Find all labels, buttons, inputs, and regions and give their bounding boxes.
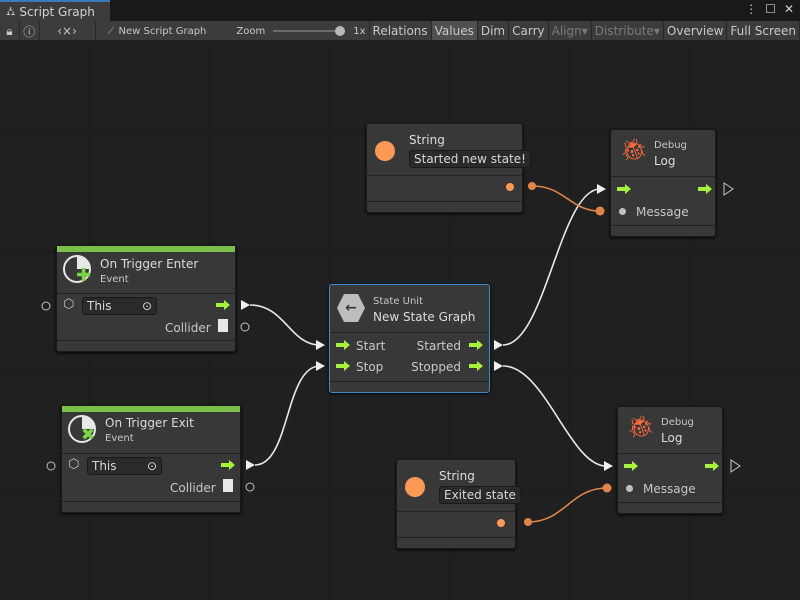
cube-icon: ⬡ (63, 297, 75, 312)
debug-log-node-1[interactable]: 🐞︎ Debug Log Message (610, 129, 716, 237)
variables-button[interactable]: ‹×› (40, 21, 96, 40)
info-button[interactable]: ⓘ (20, 21, 40, 40)
toolbar-button-overview[interactable]: Overview (664, 21, 728, 40)
string-value-input[interactable]: Started new state! (409, 150, 531, 168)
hierarchy-icon: ⛼ (6, 3, 16, 18)
bug-icon: 🐞︎ (620, 138, 648, 163)
flow-out-arrow-icon (469, 361, 483, 371)
close-icon[interactable]: ✕ (783, 2, 794, 16)
document-icon (218, 319, 228, 332)
tab-bar: ⛼ Script Graph ⋮ ☐ ✕ (0, 0, 800, 21)
variables-icon: ‹×› (57, 24, 77, 38)
dropdown-arrow-icon: ▾ (581, 24, 588, 38)
maximize-icon[interactable]: ☐ (765, 2, 776, 16)
flow-in-arrow-icon (336, 361, 350, 371)
string-icon (375, 141, 395, 161)
cube-icon: ⬡ (68, 457, 80, 472)
toolbar-button-relations[interactable]: Relations (370, 21, 432, 40)
flow-out-arrow-icon (221, 460, 235, 470)
target-picker-icon[interactable]: ⊙ (141, 299, 152, 313)
toolbar: 🔒︎ ⓘ ‹×› ⟋ New Script Graph Zoom 1x Rela… (0, 21, 800, 41)
graph-icon: ⟋ (107, 25, 115, 37)
info-icon: ⓘ (23, 24, 36, 39)
more-icon[interactable]: ⋮ (745, 2, 758, 16)
string-output-port[interactable] (506, 183, 514, 191)
plus-icon: ✚ (76, 265, 92, 286)
lock-icon: 🔒︎ (6, 23, 13, 38)
target-field[interactable]: This⊙ (87, 457, 162, 475)
x-icon: ✖ (81, 425, 96, 445)
debug-log-node-2[interactable]: 🐞︎ Debug Log Message (617, 406, 723, 514)
string-node-exited[interactable]: String Exited state (396, 459, 521, 549)
toolbar-button-distribute[interactable]: Distribute ▾ (592, 21, 664, 40)
lock-button[interactable]: 🔒︎ (0, 21, 20, 40)
document-icon (223, 479, 233, 492)
string-icon (405, 477, 425, 497)
dropdown-arrow-icon: ▾ (653, 24, 660, 38)
flow-in-arrow-icon (624, 461, 638, 471)
flow-out-arrow-icon (469, 340, 483, 350)
on-trigger-enter-node[interactable]: ✚ On Trigger Enter Event ⬡ This⊙ Collide… (56, 245, 236, 352)
toolbar-button-full-screen[interactable]: Full Screen (727, 21, 800, 40)
graph-breadcrumb[interactable]: ⟋ New Script Graph Zoom 1x (96, 21, 370, 40)
string-output-port[interactable] (497, 519, 505, 527)
target-field[interactable]: This⊙ (82, 297, 157, 315)
toolbar-button-align[interactable]: Align ▾ (549, 21, 592, 40)
string-node-started[interactable]: String Started new state! (366, 123, 531, 213)
flow-in-arrow-icon (617, 184, 631, 194)
flow-out-arrow-icon (705, 461, 719, 471)
trigger-exit-icon (68, 415, 96, 443)
tab-script-graph[interactable]: ⛼ Script Graph (0, 0, 110, 21)
toolbar-button-dim[interactable]: Dim (478, 21, 510, 40)
flow-in-arrow-icon (336, 340, 350, 350)
target-picker-icon[interactable]: ⊙ (146, 459, 157, 473)
bug-icon: 🐞︎ (627, 415, 655, 440)
flow-out-arrow-icon (216, 300, 230, 310)
flow-out-arrow-icon (698, 184, 712, 194)
toolbar-button-carry[interactable]: Carry (509, 21, 549, 40)
trigger-enter-icon (63, 255, 91, 283)
state-unit-node[interactable]: ← State Unit New State Graph Start Start… (329, 284, 490, 393)
message-port-dot (626, 485, 633, 492)
message-port-dot (619, 208, 626, 215)
zoom-slider-thumb[interactable] (335, 26, 346, 36)
zoom-slider[interactable] (273, 26, 346, 36)
toolbar-button-values[interactable]: Values (431, 21, 478, 40)
string-value-input[interactable]: Exited state (439, 486, 521, 504)
on-trigger-exit-node[interactable]: ✖ On Trigger Exit Event ⬡ This⊙ Collider (61, 405, 241, 513)
